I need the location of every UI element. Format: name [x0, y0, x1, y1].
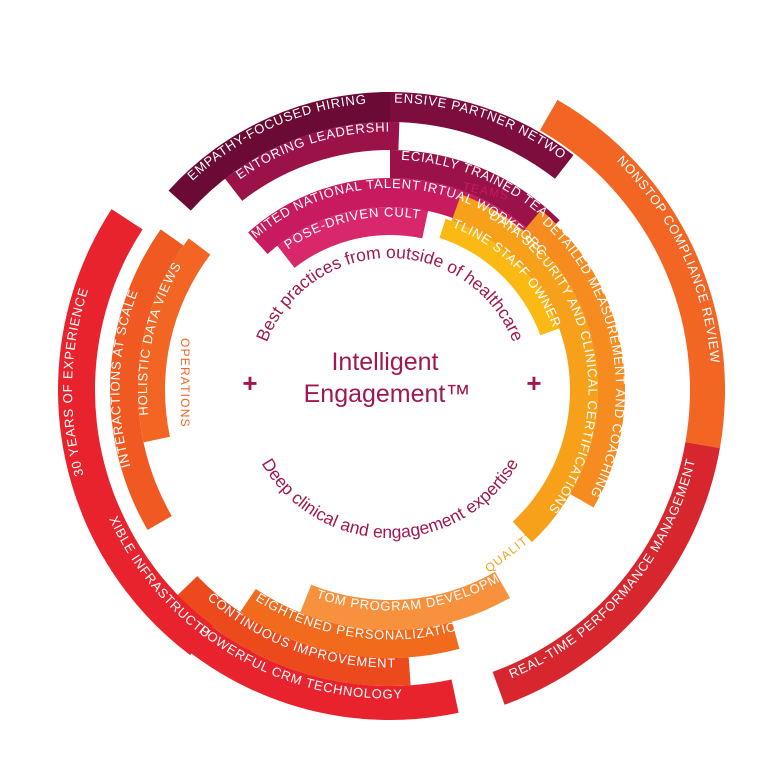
band-layer	[57, 91, 725, 721]
category-operations-label: OPERATIONS	[178, 338, 192, 428]
quality-band-2	[523, 209, 626, 508]
teams-band-4	[225, 121, 400, 201]
quality-band-3	[540, 99, 725, 449]
operations-band-2	[57, 209, 143, 556]
quality-band-0	[439, 218, 560, 336]
category-quality-label: QUALITY	[482, 528, 538, 576]
teams-band-2	[248, 177, 435, 254]
operations-band-1	[110, 229, 184, 530]
teams-band-5	[379, 91, 574, 179]
quality-band-4	[492, 442, 720, 705]
operations-band-7	[144, 588, 459, 721]
center-bottom-arc-text: Deep clinical and engagement expertise	[258, 455, 522, 542]
right-plus-icon: +	[526, 368, 541, 398]
left-plus-icon: +	[242, 368, 257, 398]
operations-band-0	[138, 238, 211, 443]
operations-band-3	[300, 571, 510, 631]
operations-band-5	[177, 576, 411, 687]
operations-band-4	[240, 588, 460, 658]
quality-band-1	[451, 194, 599, 543]
teams-band-6	[168, 92, 390, 211]
center-title-line1: Intelligent	[331, 348, 438, 376]
teams-band-3	[390, 150, 560, 241]
center-title-line2: Engagement™	[304, 380, 471, 408]
teams-band-0	[277, 206, 429, 268]
